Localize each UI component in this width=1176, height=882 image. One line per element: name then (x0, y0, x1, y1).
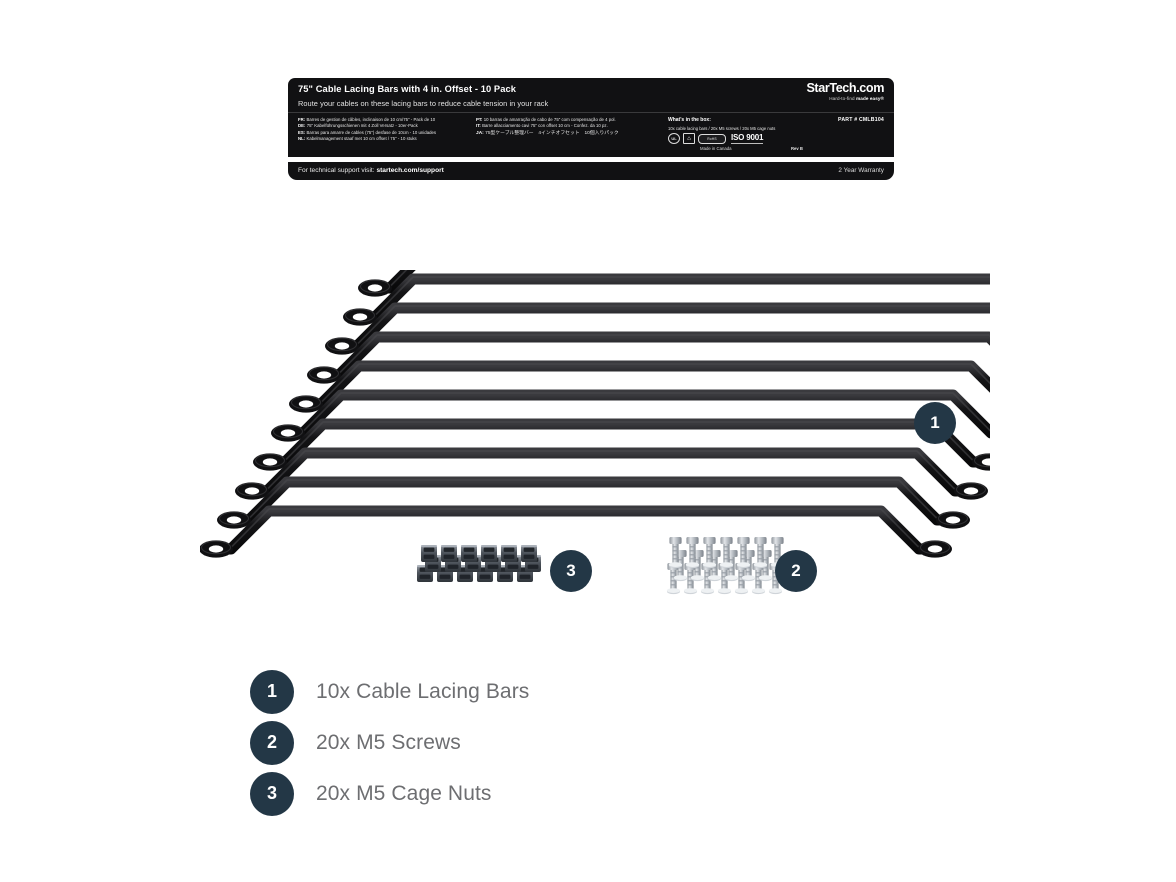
weee-icon-glyph: ♺ (683, 133, 695, 145)
m5-cage-nuts-graphic (417, 545, 541, 582)
language-line: ES: Barras para amarre de cables (75") d… (298, 130, 473, 136)
iso-9001-label: ISO 9001 (731, 133, 764, 144)
legend-badge-1: 1 (250, 669, 294, 714)
label-header-row: 75" Cable Lacing Bars with 4 in. Offset … (288, 78, 894, 111)
product-title: 75" Cable Lacing Bars with 4 in. Offset … (298, 84, 517, 94)
language-column-one: FR: Barres de gestion de câbles, inclina… (298, 117, 473, 143)
support-prefix: For technical support visit: (298, 166, 377, 174)
language-line: IT: Barre allacciamento cavi 75" con off… (476, 123, 651, 129)
made-in-label: Made in Canada (700, 146, 732, 151)
product-label-panel: 75" Cable Lacing Bars with 4 in. Offset … (288, 78, 894, 157)
language-text: 75型ケーブル整理バー 4インチオフセット 10個入りパック (485, 130, 619, 136)
part-number: PART # CMLB104 (838, 117, 884, 123)
language-text: Barras para amarre de cables (75") desfa… (306, 129, 437, 135)
language-text: Barres de gestion de câbles, inclinaison… (306, 117, 436, 122)
cable-lacing-bars-graphic (200, 270, 990, 600)
brand-name-text: StarTech.com (806, 82, 884, 95)
ul-listed-icon-glyph: UL (668, 133, 680, 145)
rohs-ce-icon-glyph: RoHS (698, 133, 726, 144)
legend-badge-3: 3 (250, 771, 294, 816)
brand-tagline-light: Hard-to-find (829, 96, 855, 101)
brand-tagline-bold: made easy® (856, 96, 884, 101)
language-text: 75" Kabelführungsschienen mit 4 Zoll Ver… (306, 123, 418, 129)
language-code: IT: (476, 123, 481, 129)
language-text: 10 barras de amarração de cabo de 75" co… (483, 117, 616, 122)
support-bar: For technical support visit: startech.co… (288, 162, 894, 180)
brand-tagline: Hard-to-find made easy® (806, 96, 884, 101)
language-text: Barre allacciamento cavi 75" con offset … (482, 123, 608, 129)
whats-in-the-box-title: What's in the box: (668, 117, 711, 123)
callout-badge-2[interactable]: 2 (775, 550, 817, 592)
m5-screws-graphic (666, 537, 785, 595)
language-code: PT: (476, 117, 483, 122)
callout-badge-3[interactable]: 3 (550, 550, 592, 592)
support-text: For technical support visit: startech.co… (298, 167, 444, 174)
warranty-label: 2 Year Warranty (838, 166, 884, 174)
whats-in-the-box-contents: 10x cable lacing bars / 20x M5 screws / … (668, 125, 776, 131)
brand-name-main: StarTech (806, 81, 857, 95)
legend-label-3: 20x M5 Cage Nuts (316, 781, 492, 805)
product-subtitle: Route your cables on these lacing bars t… (298, 98, 549, 108)
legend-item-1: 1 10x Cable Lacing Bars (250, 666, 770, 717)
language-line: JA: 75型ケーブル整理バー 4インチオフセット 10個入りパック (476, 130, 651, 137)
callout-badge-1[interactable]: 1 (914, 402, 956, 444)
language-column-two: PT: 10 barras de amarração de cabo de 75… (476, 117, 651, 137)
language-code: FR: (298, 117, 306, 122)
language-line: PT: 10 barras de amarração de cabo de 75… (476, 117, 651, 123)
product-illustration (200, 270, 990, 600)
brand-name-suffix: .com (856, 81, 884, 95)
language-code: NL: (298, 136, 306, 142)
legend-badge-2: 2 (250, 720, 294, 765)
brand-logo: StarTech.com Hard-to-find made easy® (806, 82, 884, 102)
label-divider (288, 112, 894, 113)
support-url[interactable]: startech.com/support (376, 166, 444, 174)
whats-in-the-box-block: What's in the box: 10x cable lacing bars… (668, 117, 838, 132)
language-line: NL: Kabelmanagement staaf met 10 cm offs… (298, 136, 473, 142)
legend-list: 1 10x Cable Lacing Bars 2 20x M5 Screws … (250, 666, 770, 819)
legend-item-2: 2 20x M5 Screws (250, 717, 770, 768)
revision-label: Rev B (791, 146, 803, 151)
language-text: Kabelmanagement staaf met 10 cm offset /… (306, 136, 417, 142)
language-line: FR: Barres de gestion de câbles, inclina… (298, 117, 473, 123)
legend-label-2: 20x M5 Screws (316, 730, 461, 754)
rohs-ce-icon: RoHS (698, 133, 726, 144)
language-code: DE: (298, 123, 306, 129)
legend-label-1: 10x Cable Lacing Bars (316, 679, 530, 703)
language-line: DE: 75" Kabelführungsschienen mit 4 Zoll… (298, 123, 473, 129)
ul-listed-icon: UL (668, 133, 680, 145)
certification-icon-group: UL ♺ RoHS ISO 9001 (668, 133, 764, 145)
language-code: ES: (298, 129, 306, 135)
language-code: JA: (476, 130, 484, 136)
weee-icon: ♺ (683, 133, 695, 145)
legend-item-3: 3 20x M5 Cage Nuts (250, 768, 770, 819)
label-body-row: FR: Barres de gestion de câbles, inclina… (288, 113, 894, 157)
